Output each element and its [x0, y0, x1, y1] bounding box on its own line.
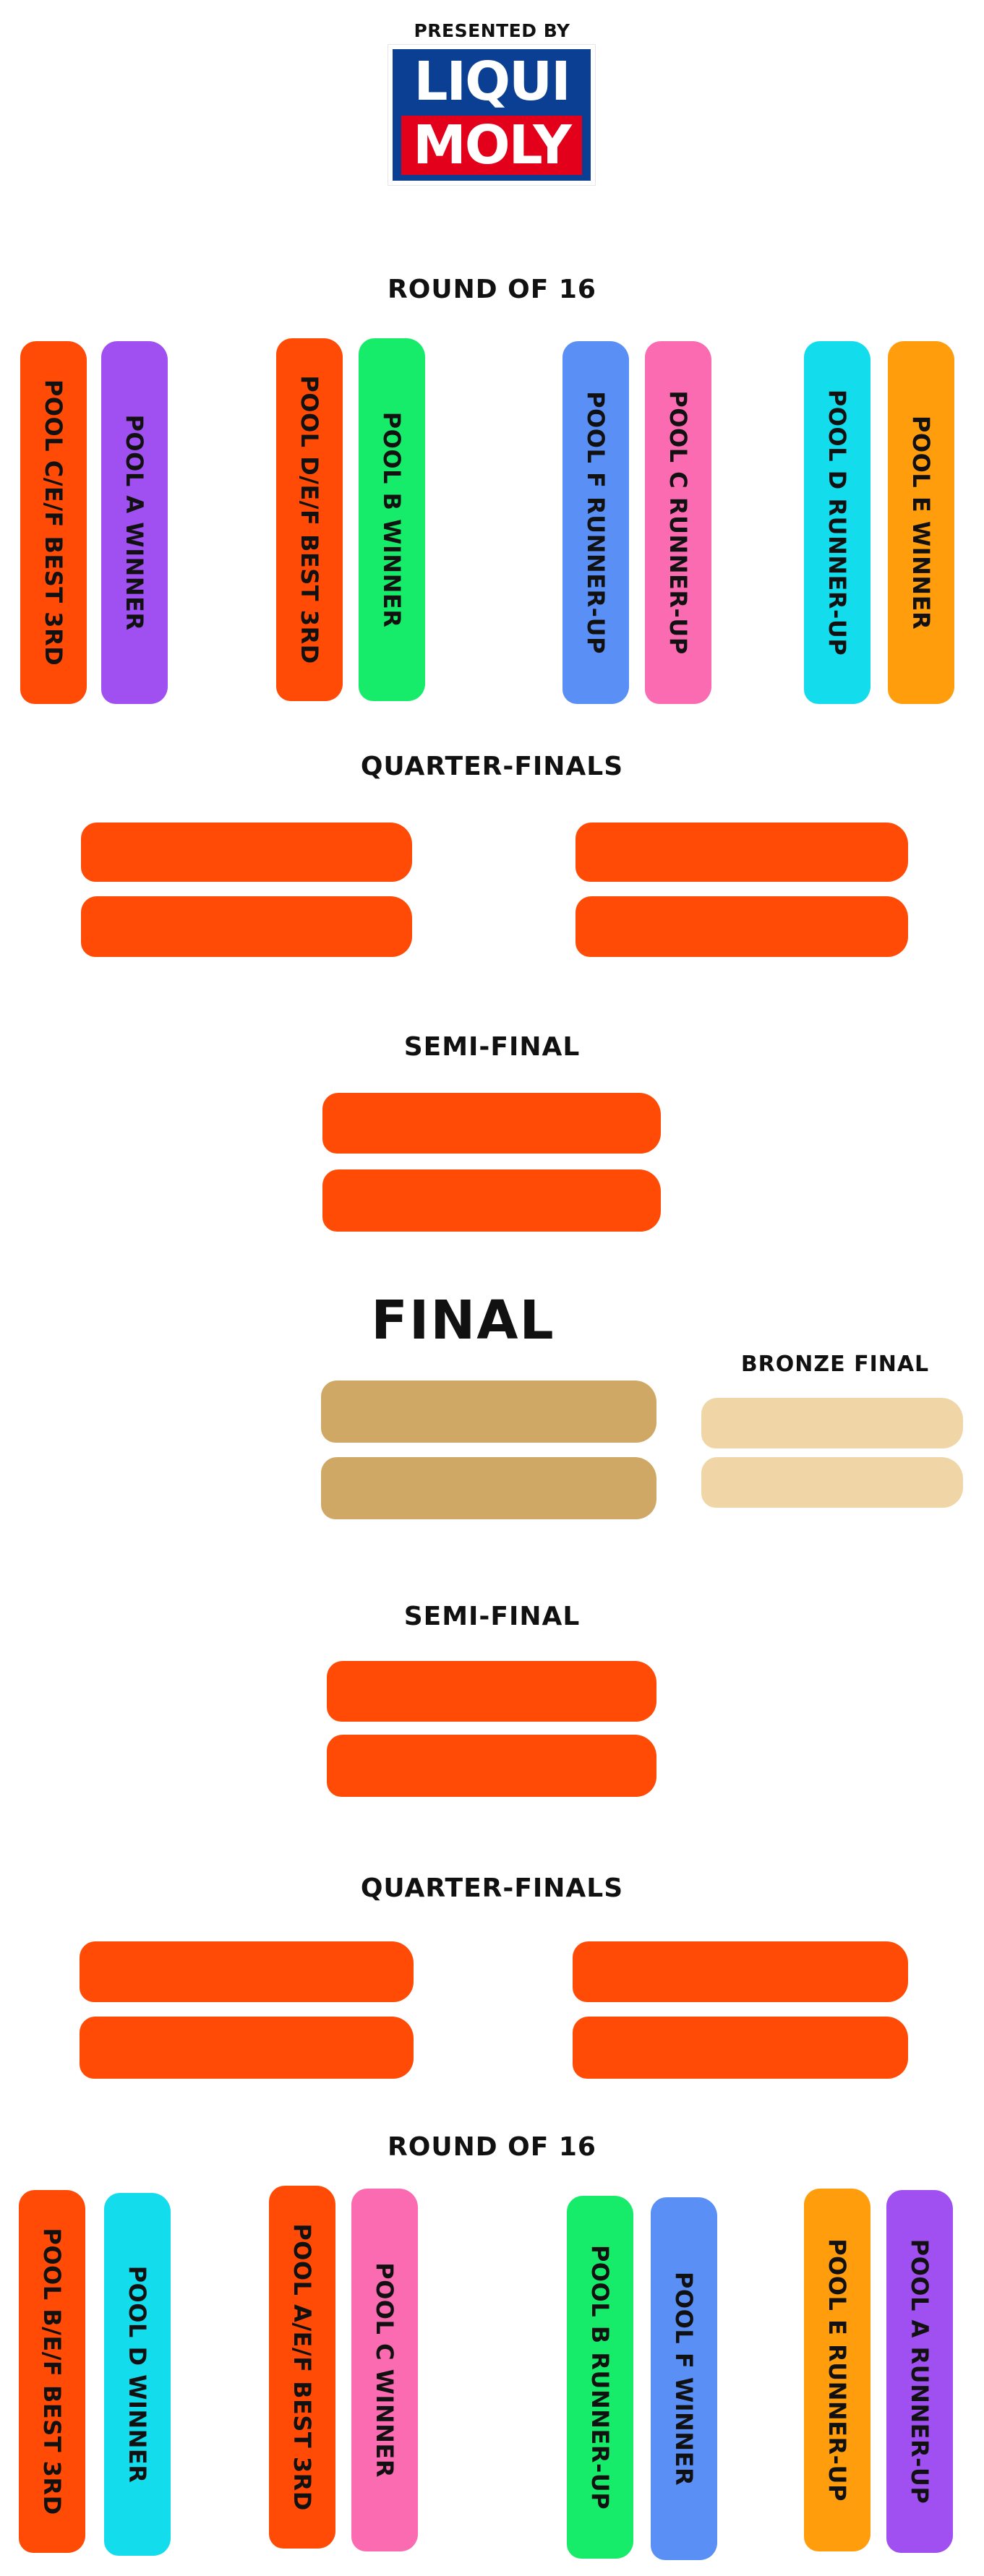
top-r16-slot-3-label: POOL D/E/F BEST 3RD — [296, 375, 323, 664]
top-qf-1-slot-2 — [81, 896, 412, 957]
top-r16-slot-5: POOL F RUNNER-UP — [562, 341, 629, 704]
top-sf-slot-1 — [322, 1093, 661, 1154]
bottom-r16-slot-6: POOL F WINNER — [651, 2197, 717, 2560]
final-slot-1 — [321, 1381, 656, 1443]
bronze-final-slot-1 — [701, 1398, 963, 1448]
top-qf-2-slot-1 — [576, 823, 908, 882]
bottom-r16-slot-1: POOL B/E/F BEST 3RD — [19, 2190, 85, 2553]
bottom-qf-2-slot-2 — [573, 2017, 908, 2079]
bottom-r16-slot-6-label: POOL F WINNER — [670, 2271, 698, 2486]
bottom-r16-slot-7: POOL E RUNNER-UP — [804, 2189, 870, 2551]
bottom-quarter-finals-title: QUARTER-FINALS — [360, 1873, 624, 1903]
top-qf-1-slot-1 — [81, 823, 412, 882]
bottom-r16-slot-3-label: POOL A/E/F BEST 3RD — [288, 2223, 316, 2511]
top-r16-slot-5-label: POOL F RUNNER-UP — [582, 391, 609, 654]
bottom-r16-slot-1-label: POOL B/E/F BEST 3RD — [38, 2228, 66, 2515]
top-quarter-finals-title: QUARTER-FINALS — [360, 752, 624, 781]
logo-word-moly: MOLY — [413, 114, 572, 176]
bottom-r16-slot-5-label: POOL B RUNNER-UP — [586, 2244, 614, 2510]
final-title: FINAL — [371, 1289, 555, 1352]
top-r16-slot-4: POOL B WINNER — [359, 338, 425, 701]
top-r16-slot-2-label: POOL A WINNER — [121, 414, 148, 631]
logo-word-liqui: LIQUI — [414, 51, 570, 113]
bottom-qf-1-slot-2 — [80, 2017, 414, 2079]
top-r16-slot-1: POOL C/E/F BEST 3RD — [20, 341, 87, 704]
final-slot-2 — [321, 1457, 656, 1519]
bottom-r16-slot-3: POOL A/E/F BEST 3RD — [269, 2186, 335, 2549]
top-r16-slot-7: POOL D RUNNER-UP — [804, 341, 870, 704]
bottom-sf-slot-2 — [327, 1735, 656, 1797]
bottom-r16-slot-7-label: POOL E RUNNER-UP — [823, 2238, 851, 2502]
bottom-r16-slot-2: POOL D WINNER — [104, 2193, 171, 2556]
top-r16-slot-7-label: POOL D RUNNER-UP — [823, 389, 851, 656]
top-r16-slot-6-label: POOL C RUNNER-UP — [664, 390, 692, 655]
bottom-r16-slot-8: POOL A RUNNER-UP — [886, 2190, 953, 2553]
bottom-qf-2-slot-1 — [573, 1941, 908, 2002]
top-r16-slot-2: POOL A WINNER — [101, 341, 168, 704]
bronze-final-slot-2 — [701, 1457, 963, 1508]
bottom-r16-slot-4-label: POOL C WINNER — [371, 2262, 398, 2478]
bronze-final-title: BRONZE FINAL — [740, 1352, 930, 1377]
bottom-r16-slot-2-label: POOL D WINNER — [124, 2265, 151, 2483]
top-r16-slot-1-label: POOL C/E/F BEST 3RD — [40, 379, 67, 666]
bottom-qf-1-slot-1 — [80, 1941, 414, 2002]
top-round-of-16-title: ROUND OF 16 — [388, 275, 596, 304]
top-qf-2-slot-2 — [576, 896, 908, 957]
top-r16-slot-8-label: POOL E WINNER — [907, 415, 935, 630]
logo-red-band — [401, 116, 582, 175]
bottom-r16-slot-5: POOL B RUNNER-UP — [567, 2196, 633, 2559]
top-r16-slot-4-label: POOL B WINNER — [378, 411, 406, 628]
bottom-semi-final-title: SEMI-FINAL — [403, 1602, 581, 1631]
top-sf-slot-2 — [322, 1169, 661, 1232]
bottom-r16-slot-4: POOL C WINNER — [351, 2189, 418, 2551]
bottom-r16-slot-8-label: POOL A RUNNER-UP — [906, 2238, 933, 2504]
presented-by-text: PRESENTED BY — [414, 20, 570, 41]
bottom-round-of-16-title: ROUND OF 16 — [388, 2132, 596, 2162]
top-semi-final-title: SEMI-FINAL — [403, 1032, 581, 1062]
bottom-sf-slot-1 — [327, 1661, 656, 1722]
top-r16-slot-6: POOL C RUNNER-UP — [645, 341, 711, 704]
top-r16-slot-8: POOL E WINNER — [888, 341, 954, 704]
top-r16-slot-3: POOL D/E/F BEST 3RD — [276, 338, 343, 701]
liqui-moly-logo: LIQUI MOLY — [388, 45, 595, 185]
